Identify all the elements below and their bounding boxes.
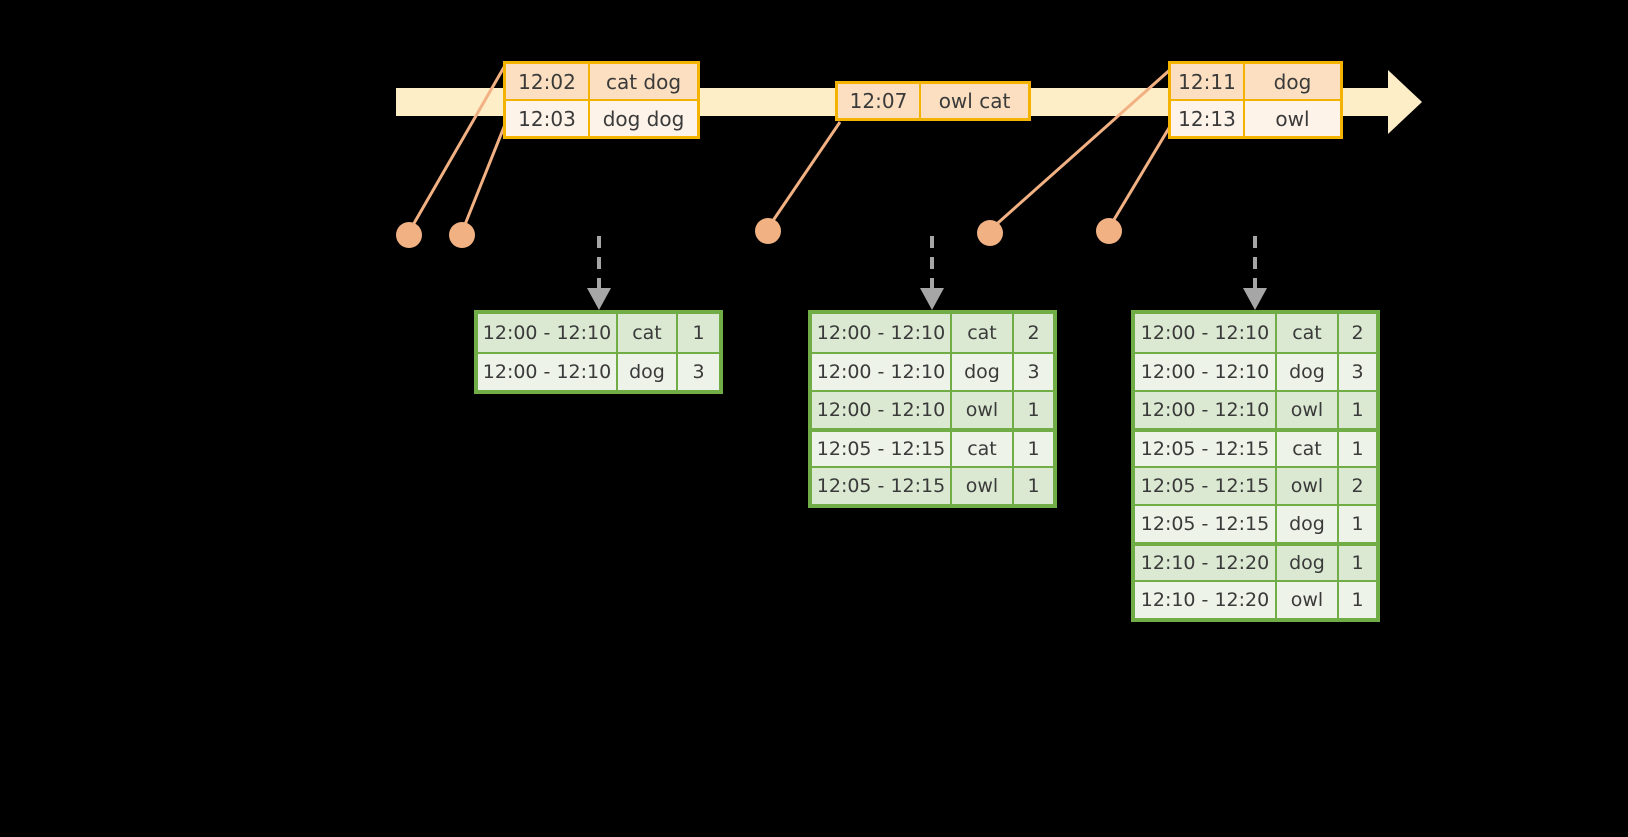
table-cell-key: cat [1277, 432, 1339, 466]
table-cell-count: 3 [692, 361, 705, 383]
table-cell-window: 12:00 - 12:10 [812, 354, 952, 390]
event-time: 12:13 [1171, 101, 1245, 136]
event-row: 12:07 owl cat [838, 84, 1028, 118]
flow-arrow-head-1 [587, 288, 611, 310]
event-group-3: 12:11 dog 12:13 owl [1168, 61, 1343, 139]
table-cell-window: 12:00 - 12:10 [812, 314, 952, 352]
table-cell-key: owl [952, 468, 1014, 504]
event-time: 12:03 [506, 101, 590, 136]
table-cell-count: 1 [1351, 513, 1364, 535]
flow-arrow-head-2 [920, 288, 944, 310]
event-time: 12:07 [838, 84, 921, 118]
table-cell-key: dog [1277, 546, 1339, 580]
table-cell-key: owl [1277, 468, 1339, 504]
connector-dot-3 [755, 218, 781, 244]
event-value: cat dog [605, 69, 682, 94]
table-cell-count: 1 [1351, 438, 1364, 460]
table-cell-count: 1 [1027, 475, 1040, 497]
table-cell-window: 12:00 - 12:10 [1135, 354, 1277, 390]
table-cell-key: dog [1277, 506, 1339, 542]
event-row: 12:02 cat dog [506, 64, 697, 99]
table-cell-window: 12:00 - 12:10 [1135, 314, 1277, 352]
event-group-1: 12:02 cat dog 12:03 dog dog [503, 61, 700, 139]
table-cell-count: 1 [692, 322, 705, 344]
table-cell-count: 3 [1027, 361, 1040, 383]
table-cell-count: 2 [1351, 475, 1364, 497]
table-cell-key: cat [952, 314, 1014, 352]
table-cell-key: cat [618, 314, 678, 352]
table-cell-window: 12:05 - 12:15 [1135, 468, 1277, 504]
table-cell-key: dog [952, 354, 1014, 390]
table-cell-key: cat [952, 432, 1014, 466]
connector-dot-1 [396, 222, 422, 248]
table-cell-window: 12:05 - 12:15 [812, 468, 952, 504]
connector-dot-4 [977, 220, 1003, 246]
table-cell-count: 1 [1027, 438, 1040, 460]
table-cell-key: owl [1277, 582, 1339, 618]
event-value: owl cat [938, 89, 1011, 113]
table-cell-window: 12:00 - 12:10 [478, 354, 618, 390]
table-cell-count: 3 [1351, 361, 1364, 383]
table-cell-count: 2 [1027, 322, 1040, 344]
event-row: 12:11 dog [1171, 64, 1340, 99]
table-cell-count: 1 [1351, 589, 1364, 611]
flow-arrow-head-3 [1243, 288, 1267, 310]
table-cell-window: 12:05 - 12:15 [812, 432, 952, 466]
timeline-arrow-head [1388, 70, 1422, 134]
table-cell-count: 1 [1351, 399, 1364, 421]
table-cell-key: cat [1277, 314, 1339, 352]
event-value: owl [1275, 106, 1310, 131]
table-cell-window: 12:00 - 12:10 [478, 314, 618, 352]
event-group-2: 12:07 owl cat [835, 81, 1031, 121]
table-cell-key: dog [618, 354, 678, 390]
connector-dot-5 [1096, 218, 1122, 244]
table-cell-count: 1 [1027, 399, 1040, 421]
event-row: 12:03 dog dog [506, 99, 697, 136]
event-time: 12:02 [506, 64, 590, 99]
table-cell-window: 12:05 - 12:15 [1135, 506, 1277, 542]
table-cell-window: 12:05 - 12:15 [1135, 432, 1277, 466]
table-cell-count: 1 [1351, 552, 1364, 574]
table-cell-key: dog [1277, 354, 1339, 390]
event-time: 12:11 [1171, 64, 1245, 99]
table-cell-window: 12:00 - 12:10 [812, 392, 952, 428]
table-cell-key: owl [952, 392, 1014, 428]
table-cell-window: 12:10 - 12:20 [1135, 546, 1277, 580]
connector-line-3 [766, 121, 842, 229]
connector-line-5 [1107, 117, 1177, 229]
event-row: 12:13 owl [1171, 99, 1340, 136]
event-value: dog dog [602, 106, 685, 131]
table-cell-key: owl [1277, 392, 1339, 428]
table-cell-window: 12:00 - 12:10 [1135, 392, 1277, 428]
connector-dot-2 [449, 222, 475, 248]
table-cell-count: 2 [1351, 322, 1364, 344]
event-value: dog [1273, 69, 1312, 94]
table-cell-window: 12:10 - 12:20 [1135, 582, 1277, 618]
